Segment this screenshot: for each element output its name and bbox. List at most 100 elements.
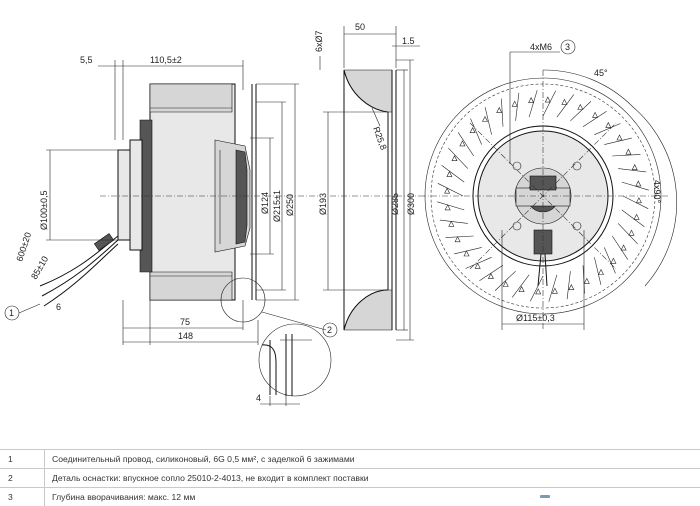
dim-600: 600±20 [14, 231, 33, 263]
impeller-blade [528, 90, 538, 118]
blade-marker [463, 250, 470, 257]
impeller-blade [556, 94, 575, 118]
note-number: 3 [8, 492, 13, 502]
blade-marker [451, 155, 458, 161]
callout-2: 2 [327, 325, 332, 335]
impeller-blade [604, 137, 632, 145]
dim-115: Ø115±0,3 [516, 313, 555, 323]
dim-285: Ø285 [390, 193, 400, 215]
blade-marker [628, 229, 635, 236]
impeller-blade [465, 257, 492, 269]
dim-148: 148 [178, 331, 193, 341]
impeller-blade [570, 101, 592, 122]
impeller-blade [439, 219, 468, 224]
impeller-blade [445, 235, 474, 238]
note-text: Деталь оснастки: впускное сопло 25010-2-… [52, 473, 369, 483]
impeller-blade [542, 90, 556, 117]
impeller-blade [437, 201, 465, 211]
blade-marker [620, 244, 627, 251]
impeller-blade [594, 123, 621, 135]
impeller-front-view: 4xM6 3 45° 4x90° Ø115±0,3 [420, 39, 678, 330]
dim-85: 85±10 [29, 254, 50, 281]
note-text: Глубина вворачивания: макс. 12 мм [52, 492, 196, 502]
blade-marker [469, 127, 476, 133]
dim-300: Ø300 [406, 193, 416, 215]
blade-marker [474, 262, 481, 269]
dim-1-5: 1.5 [402, 36, 415, 46]
technical-drawing: 5,5 110,5±2 600±20 85±10 6 1 [4, 22, 678, 406]
blade-marker [592, 111, 599, 118]
notes-table: 1 Соединительный провод, силиконовый, 6G… [0, 449, 700, 506]
impeller-blade [454, 247, 482, 255]
blade-marker [444, 187, 451, 194]
blade-marker [635, 180, 642, 187]
dim-75: 75 [180, 317, 190, 327]
note-text: Соединительный провод, силиконовый, 6G 0… [52, 454, 355, 464]
impeller-blade [511, 274, 530, 298]
blade-marker [631, 164, 638, 170]
impeller-blade [479, 265, 504, 282]
blade-marker [518, 285, 525, 292]
impeller-blade [548, 274, 558, 302]
dim-6: 6 [56, 302, 61, 312]
blade-marker [633, 213, 640, 220]
callout-1: 1 [9, 308, 14, 318]
impeller-blade [612, 154, 641, 157]
blade-marker [635, 197, 642, 204]
note-row: 1 Соединительный провод, силиконовый, 6G… [0, 449, 700, 468]
blade-marker [605, 121, 612, 128]
blade-marker [625, 148, 632, 155]
blade-marker [535, 288, 542, 295]
impeller-blade [494, 270, 516, 291]
impeller-blade [441, 164, 465, 183]
impeller-blade [530, 275, 544, 302]
blade-marker [511, 100, 518, 107]
impeller-blade [457, 132, 474, 157]
blade-marker [583, 277, 590, 284]
inlet-nozzle-view: 50 1.5 6xØ7 R25,8 Ø193 Ø285 Ø300 [314, 22, 420, 341]
blade-marker [568, 284, 575, 290]
dim-5-5: 5,5 [80, 55, 93, 65]
dim-50: 50 [355, 22, 365, 32]
impeller-blade [566, 271, 571, 300]
blade-marker [561, 98, 568, 105]
blade-marker [454, 236, 461, 243]
note-row: 2 Деталь оснастки: впускное сопло 25010-… [0, 468, 700, 487]
blade-marker [528, 97, 535, 103]
blade-marker [487, 272, 494, 279]
impeller-blade [622, 195, 649, 209]
impeller-blade [437, 183, 464, 197]
blade-marker [459, 140, 466, 147]
scroll-indicator[interactable] [540, 495, 550, 498]
impeller-blade [617, 223, 638, 245]
impeller-blade [515, 92, 520, 121]
dim-250: Ø250 [285, 194, 295, 216]
blade-marker [482, 115, 488, 122]
blade-marker [446, 170, 453, 177]
impeller-blade [604, 247, 616, 274]
detail-view-2: 4 [256, 323, 332, 406]
impeller-blade [621, 181, 649, 191]
dim-193: Ø193 [318, 193, 328, 215]
blade-marker [502, 280, 509, 287]
dim-100: Ø100±0,5 [39, 191, 49, 230]
blade-marker [551, 287, 558, 294]
blade-marker [544, 96, 551, 103]
impeller-blade [618, 168, 647, 173]
motor-side-view: 5,5 110,5±2 600±20 85±10 6 1 [4, 55, 338, 345]
impeller-blade [612, 235, 629, 260]
blade-marker [448, 220, 455, 227]
dim-4: 4 [256, 393, 261, 403]
note-row: 3 Глубина вворачивания: макс. 12 мм [0, 487, 700, 506]
dim-r25: R25,8 [371, 125, 389, 151]
dim-124: Ø124 [260, 192, 270, 214]
blade-marker [444, 204, 451, 211]
impeller-blade [582, 110, 607, 127]
dim-45: 45° [594, 68, 608, 78]
note-number: 2 [8, 473, 13, 483]
dim-4x90: 4x90° [652, 180, 662, 204]
impeller-blade [470, 118, 482, 145]
blade-marker [496, 106, 503, 113]
dim-110-5: 110,5±2 [150, 55, 182, 65]
callout-3: 3 [565, 42, 570, 52]
